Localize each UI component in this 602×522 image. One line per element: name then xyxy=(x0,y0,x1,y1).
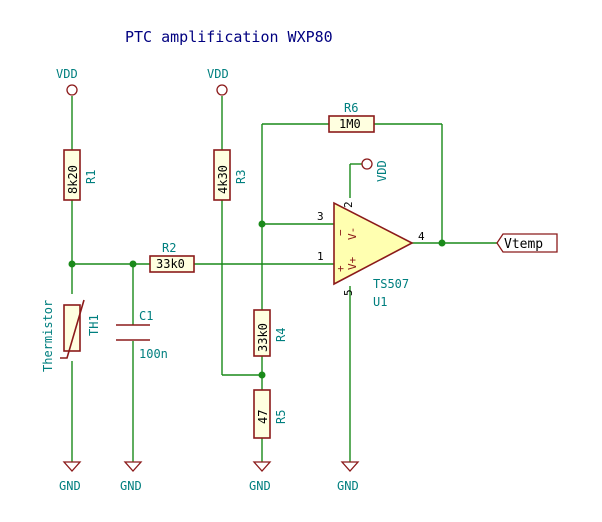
junction-dot xyxy=(129,260,137,268)
r4-value: 33k0 xyxy=(256,323,270,352)
u1-ref: U1 xyxy=(373,295,387,309)
junctions xyxy=(68,220,446,379)
resistor-r1[interactable]: 8k20 R1 xyxy=(63,149,98,201)
pin-number-out: 4 xyxy=(418,230,425,243)
vdd-label: VDD xyxy=(207,67,229,81)
gnd-symbol-c1: GND xyxy=(120,461,143,493)
gnd-symbol-th1: GND xyxy=(59,461,82,493)
r1-value: 8k20 xyxy=(66,165,80,194)
junction-dot xyxy=(258,371,266,379)
u1-value: TS507 xyxy=(373,277,409,291)
gnd-label: GND xyxy=(59,479,81,493)
pin-number-vplus: 2 xyxy=(342,201,355,208)
opamp-u1[interactable]: 3 1 4 2 5 − + V- V+ TS507 U1 xyxy=(317,201,425,309)
capacitor-c1[interactable]: C1 100n xyxy=(116,309,168,361)
junction-dot xyxy=(68,260,76,268)
schematic-title: PTC amplification WXP80 xyxy=(125,28,333,46)
r5-value: 47 xyxy=(256,410,270,424)
th1-value: Thermistor xyxy=(41,300,55,372)
resistor-r6[interactable]: 1M0 R6 xyxy=(328,101,375,133)
vdd-label: VDD xyxy=(56,67,78,81)
pin-number-inv: 3 xyxy=(317,210,324,223)
vdd-label: VDD xyxy=(375,160,389,182)
r2-ref: R2 xyxy=(162,241,176,255)
pin-number-vminus: 5 xyxy=(342,289,355,296)
resistor-r2[interactable]: 33k0 R2 xyxy=(149,241,195,273)
inverting-symbol: − xyxy=(334,229,347,236)
noninverting-symbol: + xyxy=(334,265,347,272)
wires xyxy=(71,96,497,462)
r1-ref: R1 xyxy=(84,170,98,184)
net-label-vtemp[interactable]: Vtemp xyxy=(496,233,558,253)
resistor-r3[interactable]: 4k30 R3 xyxy=(213,149,248,201)
vdd-symbol-r3: VDD xyxy=(207,67,229,96)
th1-ref: TH1 xyxy=(87,314,101,336)
r3-ref: R3 xyxy=(234,170,248,184)
r2-value: 33k0 xyxy=(156,257,185,271)
gnd-label: GND xyxy=(120,479,142,493)
r3-value: 4k30 xyxy=(216,165,230,194)
r6-value: 1M0 xyxy=(339,117,361,131)
thermistor-th1[interactable]: TH1 Thermistor xyxy=(41,300,101,372)
gnd-symbol-u1: GND xyxy=(337,461,360,493)
vdd-symbol-r1: VDD xyxy=(56,67,78,96)
c1-ref: C1 xyxy=(139,309,153,323)
vtemp-label: Vtemp xyxy=(504,237,543,252)
r6-ref: R6 xyxy=(344,101,358,115)
c1-value: 100n xyxy=(139,347,168,361)
resistor-r5[interactable]: 47 R5 xyxy=(253,389,288,439)
r5-ref: R5 xyxy=(274,410,288,424)
vdd-symbol-opamp: VDD xyxy=(361,158,389,182)
pin-number-noninv: 1 xyxy=(317,250,324,263)
gnd-label: GND xyxy=(337,479,359,493)
gnd-label: GND xyxy=(249,479,271,493)
junction-dot xyxy=(258,220,266,228)
resistor-r4[interactable]: 33k0 R4 xyxy=(253,309,288,357)
supply-minus-label: V- xyxy=(346,227,359,240)
r4-ref: R4 xyxy=(274,328,288,342)
supply-plus-label: V+ xyxy=(346,256,359,270)
junction-dot xyxy=(438,239,446,247)
gnd-symbol-r5: GND xyxy=(249,461,272,493)
